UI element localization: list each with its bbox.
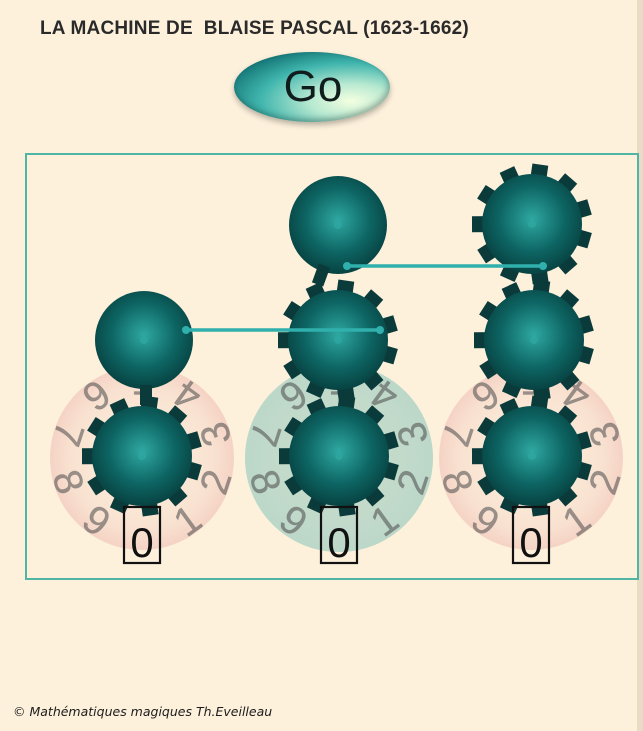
window-edge [637, 0, 643, 731]
carry-rods-layer [182, 262, 547, 334]
page-title: LA MACHINE DE BLAISE PASCAL (1623-1662) [40, 18, 469, 39]
gear-hub [530, 336, 538, 344]
counter-frame [511, 505, 551, 565]
counter-digit: 0 [130, 519, 153, 566]
peg [311, 263, 331, 287]
go-button[interactable]: Go [234, 52, 390, 122]
wheels-layer: 123456789123456789123456789 [43, 358, 630, 552]
counter-digit: 0 [519, 519, 542, 566]
counter-window-2: 0 [319, 505, 359, 566]
rod-end [182, 326, 190, 334]
counter-frame [319, 505, 359, 565]
counters-layer: 0 0 0 [122, 505, 551, 566]
counter-digit: 0 [327, 519, 350, 566]
machine-frame [25, 153, 639, 580]
gear-hub [335, 452, 343, 460]
rod-end [343, 262, 351, 270]
dial-wheel-1[interactable]: 123456789 [43, 358, 241, 550]
top-gear-3 [471, 163, 592, 285]
go-button-label: Go [283, 62, 343, 111]
transfer-gear-2 [277, 279, 398, 401]
peg [140, 385, 152, 405]
wheel-gear-1 [81, 395, 202, 517]
rod-end [376, 326, 384, 334]
rod-end [539, 262, 547, 270]
gear-hub [138, 452, 146, 460]
counter-window-3: 0 [511, 505, 551, 566]
carry-disc-2 [289, 176, 387, 274]
wheel-gear-2 [278, 395, 399, 517]
carry-disc-1 [95, 291, 193, 389]
gear-hub [528, 452, 536, 460]
gears-layer [81, 163, 594, 517]
gear-hub [528, 220, 536, 228]
counter-window-1: 0 [122, 505, 162, 566]
transfer-gear-3 [473, 279, 594, 401]
dial-wheel-2[interactable]: 123456789 [240, 358, 438, 552]
gear-hub [334, 221, 342, 229]
copyright-credit: © Mathématiques magiques Th.Eveilleau [13, 704, 273, 719]
gear-hub [140, 336, 148, 344]
counter-frame [122, 505, 162, 565]
wheel-gear-3 [471, 395, 592, 517]
gear-hub [334, 336, 342, 344]
